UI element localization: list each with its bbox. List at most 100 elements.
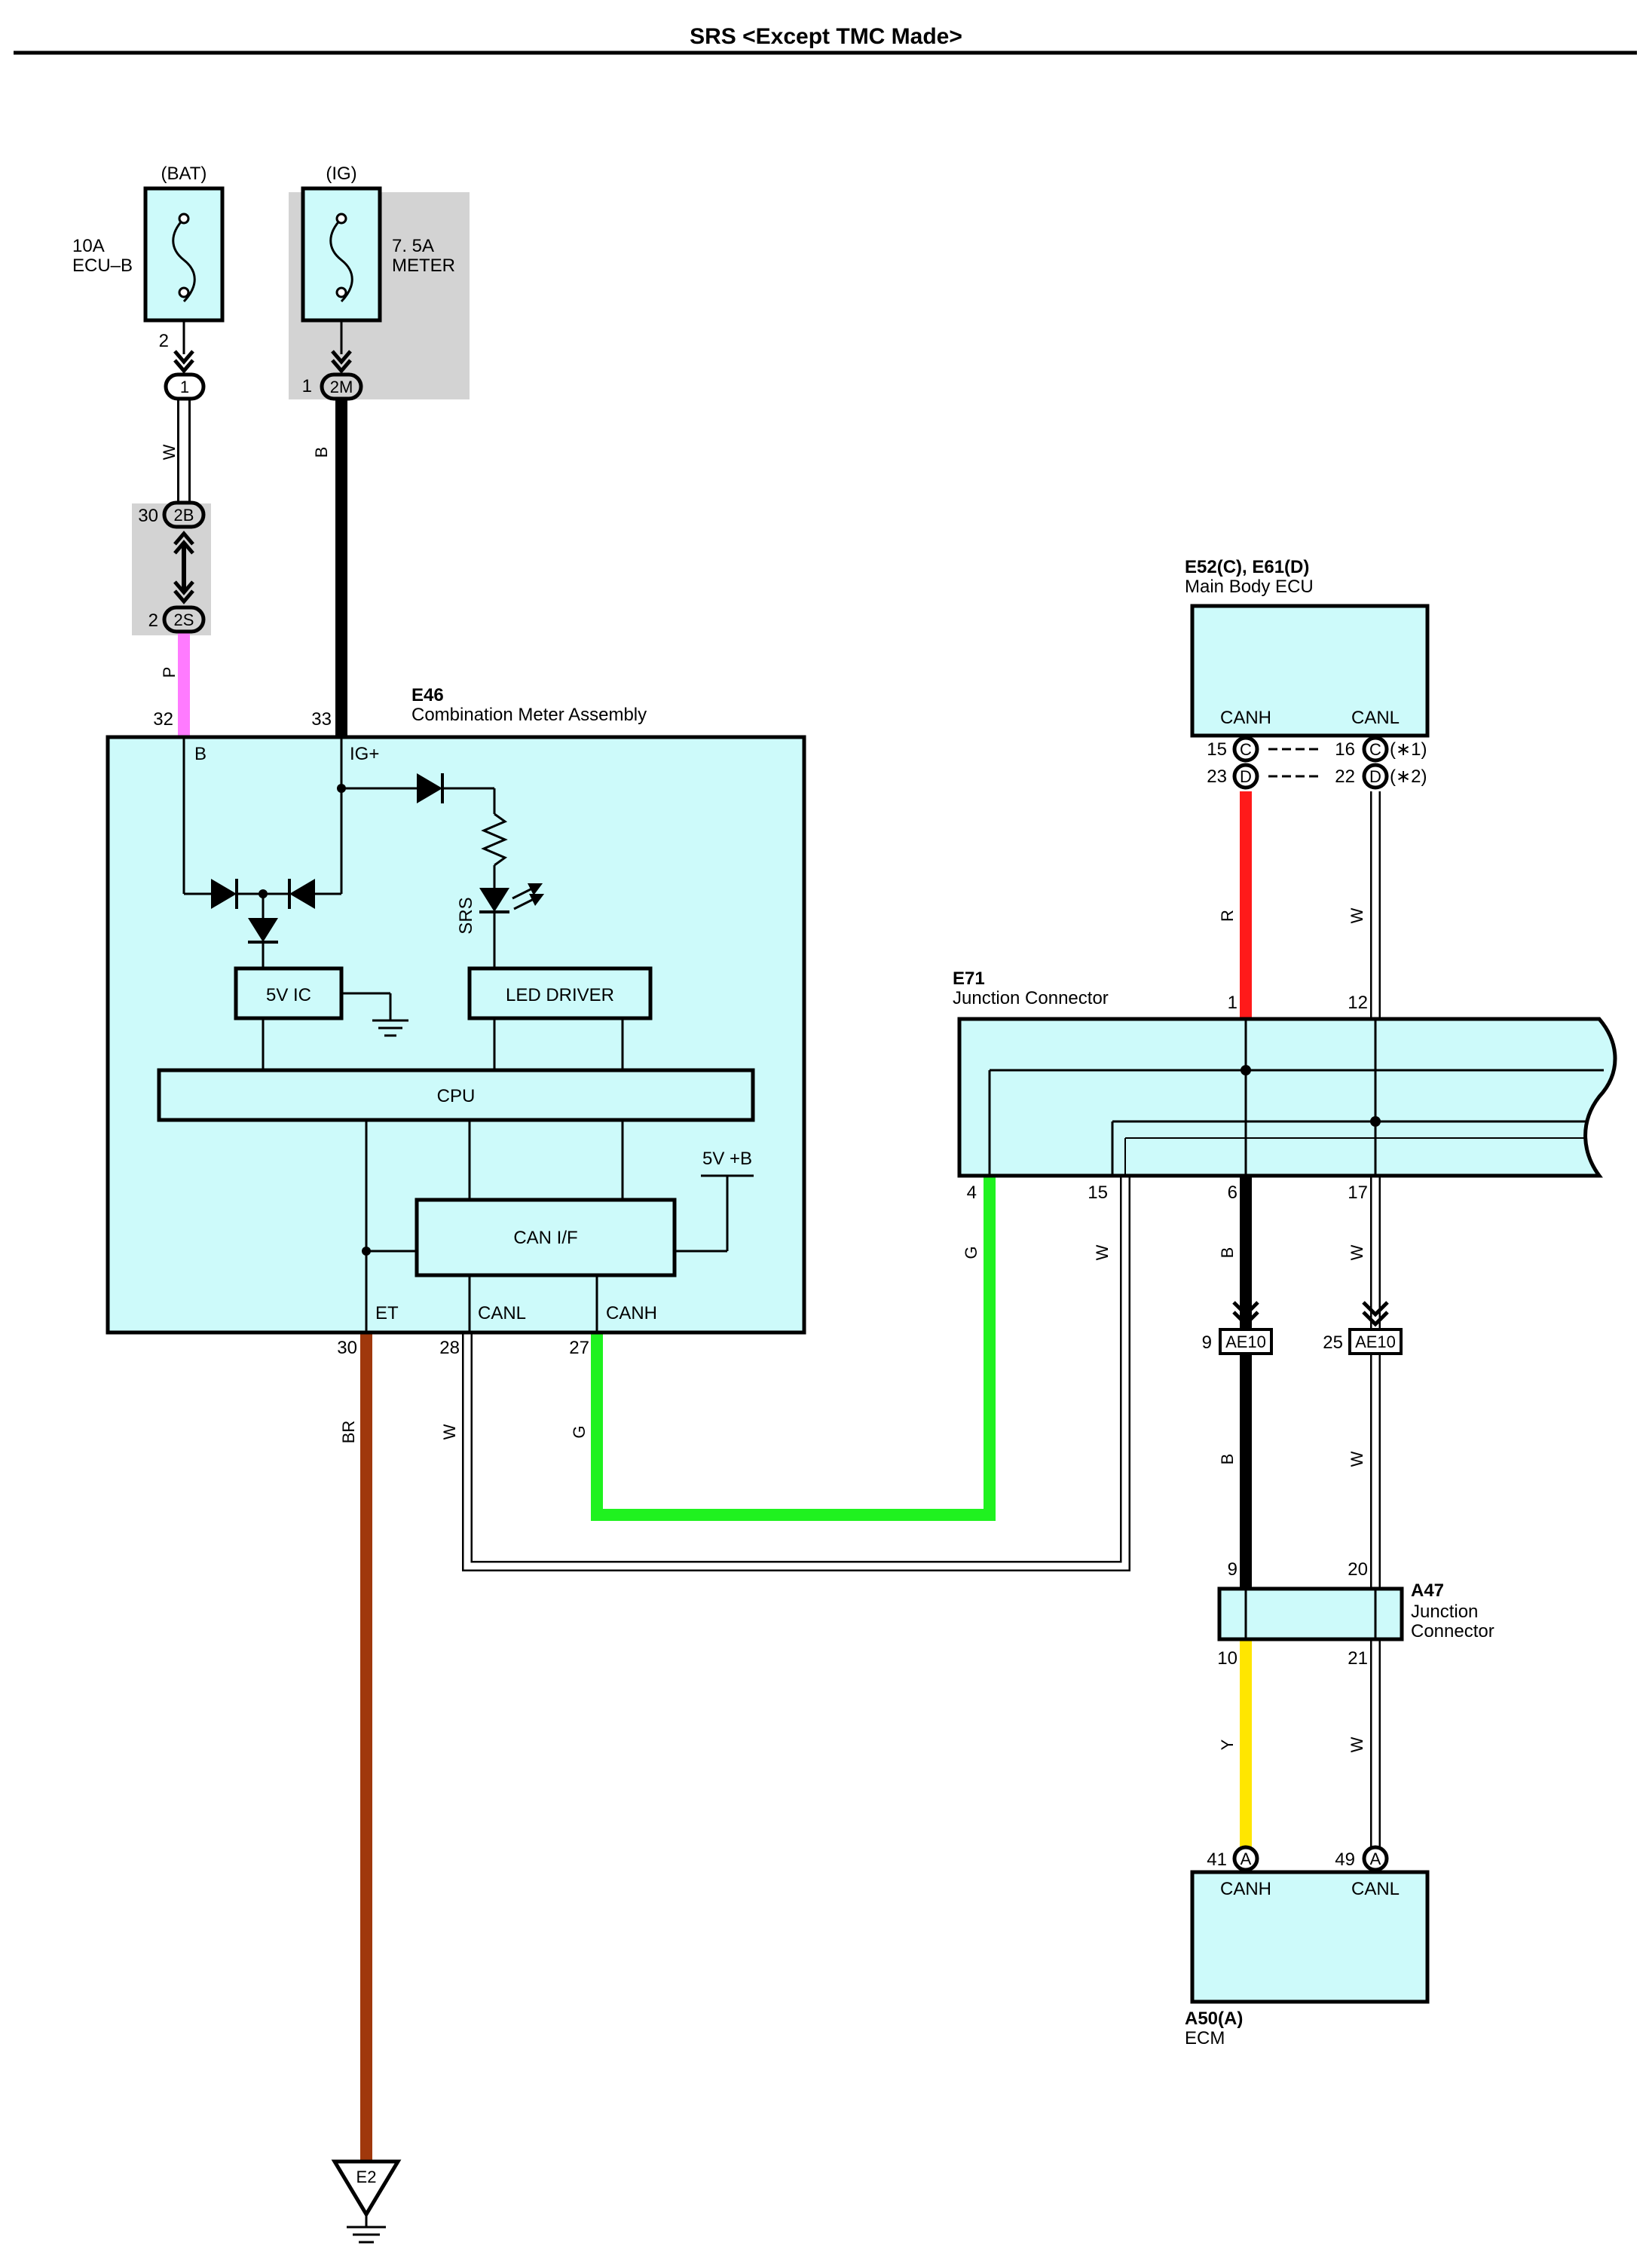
wire-canl-white [462, 1176, 1130, 1571]
wire-label-b-ae10: B [1218, 1454, 1237, 1465]
body-ecu-pin-15: 15 [1207, 739, 1227, 760]
wire-label-y: Y [1218, 1739, 1237, 1750]
meter-pin-et: 30 [337, 1338, 357, 1358]
led-driver-label: LED DRIVER [506, 985, 614, 1005]
e71-pin-4: 4 [967, 1183, 977, 1203]
bat-pin: 2 [159, 331, 169, 351]
ig-source-label: (IG) [326, 164, 356, 184]
meter-pin-canh: 27 [569, 1338, 589, 1358]
body-ecu-pin-22: 22 [1335, 766, 1355, 787]
body-ecu-note-1: (∗1) [1390, 739, 1427, 760]
ig-chevron-icon [331, 350, 352, 374]
v5b-label: 5V +B [702, 1149, 752, 1169]
junction-2M: 2M [320, 372, 363, 401]
wire-green [591, 1176, 996, 1521]
a47-name-2: Connector [1411, 1621, 1494, 1641]
ecm-canl: CANL [1351, 1879, 1400, 1899]
e71-pin-1: 1 [1228, 993, 1237, 1013]
ground-label: E2 [356, 2168, 377, 2186]
svg-text:2S: 2S [174, 610, 194, 629]
e71-pin-15: 15 [1088, 1183, 1108, 1203]
a47-pin-9: 9 [1228, 1559, 1237, 1580]
wire-label-w-ecu: W [1348, 907, 1366, 923]
junction-a47-box [1217, 1586, 1404, 1641]
ground-symbol [331, 2159, 402, 2244]
svg-text:1: 1 [180, 378, 189, 396]
ae10-left: AE10 [1219, 1328, 1273, 1355]
main-body-ecu-box [1190, 604, 1430, 738]
bat-chevron-icon [173, 350, 194, 374]
wire-label-g-e71: G [962, 1246, 980, 1259]
junction-e71-name: Junction Connector [953, 988, 1109, 1008]
fuse-bat [143, 186, 225, 354]
svg-text:AE10: AE10 [1225, 1332, 1266, 1351]
body-ecu-conn-d-l: D [1369, 767, 1381, 786]
meter-name: Combination Meter Assembly [411, 705, 647, 725]
wire-label-b-e71: B [1218, 1247, 1237, 1259]
ig-fuse-amp: 7. 5A [392, 236, 434, 256]
wire-label-w-a47: W [1348, 1736, 1366, 1752]
body-ecu-canl: CANL [1351, 708, 1400, 728]
meter-term-canl: CANL [478, 1303, 526, 1323]
can-if-label: CAN I/F [513, 1228, 577, 1248]
bat-fuse-amp: 10A [72, 236, 105, 256]
wire-label-w-ae10: W [1348, 1451, 1366, 1467]
ae10-right: AE10 [1348, 1328, 1403, 1355]
connector-2S-pin: 2 [148, 610, 158, 631]
body-ecu-name: Main Body ECU [1185, 577, 1314, 597]
body-ecu-pin-23: 23 [1207, 766, 1227, 787]
wire-label-p: P [160, 667, 179, 678]
meter-pin-b: 32 [153, 709, 173, 730]
ae10-pin-9: 9 [1202, 1332, 1212, 1353]
meter-term-ig: IG+ [350, 744, 379, 764]
wire-label-r: R [1218, 910, 1237, 922]
wire-label-g-meter: G [570, 1425, 589, 1438]
srs-led-label: SRS [456, 897, 476, 934]
junction-e71-box [957, 1017, 1617, 1178]
body-ecu-pins [1232, 736, 1389, 790]
e71-pin-6: 6 [1228, 1183, 1237, 1203]
wire-label-w-canl: W [440, 1424, 459, 1440]
page-title: SRS <Except TMC Made> [690, 24, 962, 49]
bat-source-label: (BAT) [161, 164, 207, 184]
ecm-conn-l: A [1370, 1849, 1381, 1868]
ae10-pin-25: 25 [1323, 1332, 1343, 1353]
bat-fuse-name: ECU–B [72, 255, 133, 276]
meter-term-canh: CANH [606, 1303, 657, 1323]
wire-label-br: BR [339, 1421, 358, 1444]
ecm-pin-canh-circle [1232, 1845, 1259, 1872]
a47-pin-20: 20 [1348, 1559, 1368, 1580]
e71-pin-17: 17 [1348, 1183, 1368, 1203]
ic-5v-label: 5V IC [266, 985, 311, 1005]
meter-pin-ig: 33 [311, 709, 332, 730]
body-ecu-note-2: (∗2) [1390, 766, 1427, 787]
body-ecu-code: E52(C), E61(D) [1185, 557, 1309, 577]
a47-code: A47 [1411, 1580, 1444, 1601]
svg-text:2M: 2M [330, 378, 353, 396]
ecm-pin-49: 49 [1335, 1849, 1355, 1870]
body-ecu-conn-c-h: C [1240, 740, 1252, 759]
ecm-pin-41: 41 [1207, 1849, 1227, 1870]
body-ecu-pin-16: 16 [1335, 739, 1355, 760]
up-chevron-icon [173, 531, 194, 555]
ecm-conn-h: A [1241, 1849, 1252, 1868]
ecm-name: ECM [1185, 2028, 1225, 2048]
ae10-chevron-right-icon [1362, 1301, 1389, 1327]
svg-text:AE10: AE10 [1355, 1332, 1396, 1351]
a47-name-1: Junction [1411, 1602, 1478, 1622]
wire-label-w-bat: W [160, 444, 179, 460]
fuse-ig [301, 186, 382, 354]
junction-e71-code: E71 [953, 968, 985, 989]
junction-1: 1 [164, 372, 206, 401]
ecm-box [1190, 1870, 1430, 2004]
meter-code: E46 [411, 685, 444, 705]
ecm-code: A50(A) [1185, 2009, 1243, 2029]
body-ecu-conn-c-l: C [1369, 740, 1381, 759]
cpu-label: CPU [437, 1086, 476, 1106]
meter-internal-circuit [157, 737, 755, 1332]
body-ecu-conn-d-h: D [1240, 767, 1252, 786]
down-chevron-icon [173, 580, 194, 604]
e71-pin-12: 12 [1348, 993, 1368, 1013]
a47-pin-10: 10 [1217, 1648, 1237, 1669]
